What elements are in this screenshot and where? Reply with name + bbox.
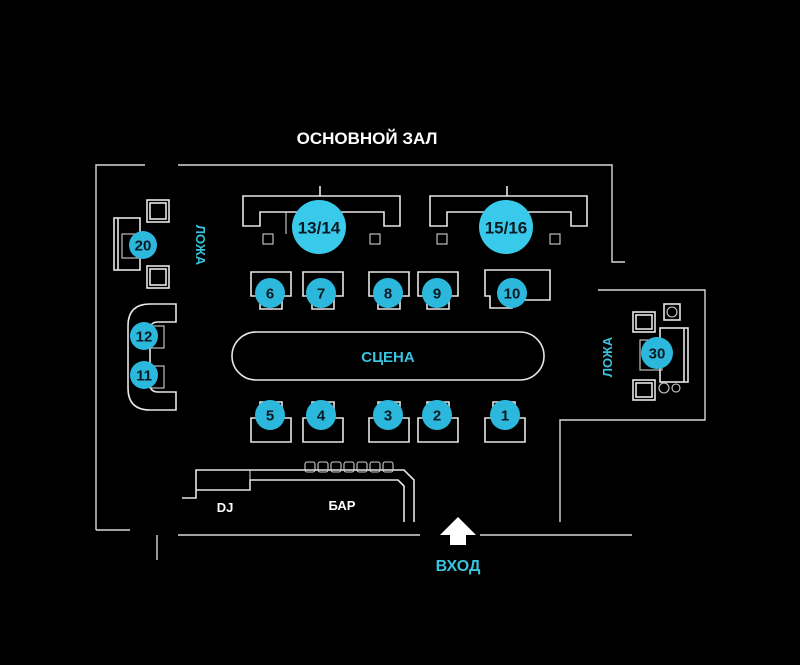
table-11[interactable]: 11 [130,361,158,389]
table-10[interactable]: 10 [497,278,527,308]
stage [231,331,545,381]
table-6[interactable]: 6 [255,278,285,308]
table-10-number: 10 [504,286,521,303]
dj-label: DJ [217,500,234,515]
table-13-14-number: 13/14 [298,219,341,238]
table-1-number: 1 [501,408,509,425]
table-1[interactable]: 1 [490,400,520,430]
table-12-number: 12 [136,329,153,346]
table-20-number: 20 [135,238,152,255]
table-15-16[interactable]: 15/16 [479,200,533,254]
lodge-left-label: ЛОЖА [193,225,208,266]
table-7[interactable]: 7 [306,278,336,308]
hall-title: ОСНОВНОЙ ЗАЛ [297,129,438,148]
lodge-right-label: ЛОЖА [600,336,615,377]
table-3[interactable]: 3 [373,400,403,430]
walls [95,164,706,560]
table-3-number: 3 [384,408,392,425]
bar-label: БАР [329,498,356,513]
table-6-number: 6 [266,286,274,303]
sofa-15-16 [429,186,588,245]
table-20[interactable]: 20 [129,231,157,259]
table-4[interactable]: 4 [306,400,336,430]
table-7-number: 7 [317,286,325,303]
stage-label: СЦЕНА [361,349,415,366]
table-8-number: 8 [384,286,392,303]
table-12[interactable]: 12 [130,322,158,350]
bar-counter [182,461,415,522]
table-4-number: 4 [317,408,326,425]
table-30-number: 30 [649,346,666,363]
table-5-number: 5 [266,408,274,425]
sofa-13-14 [242,186,401,245]
table-2[interactable]: 2 [422,400,452,430]
table-13-14[interactable]: 13/14 [292,200,346,254]
lodge-right-furniture [632,303,689,401]
table-30[interactable]: 30 [641,337,673,369]
table-11-number: 11 [136,368,152,385]
table-2-number: 2 [433,408,441,425]
booth-left [127,303,177,411]
entrance-arrow-icon [440,517,476,545]
table-15-16-number: 15/16 [485,219,528,238]
entrance-label: ВХОД [436,558,481,575]
table-8[interactable]: 8 [373,278,403,308]
table-5[interactable]: 5 [255,400,285,430]
table-9[interactable]: 9 [422,278,452,308]
table-9-number: 9 [433,286,441,303]
